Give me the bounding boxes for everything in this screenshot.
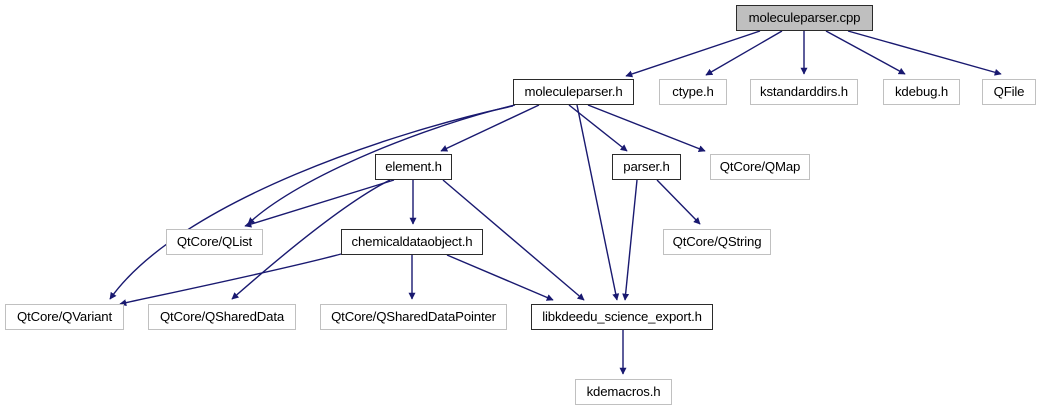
node-label: moleculeparser.h	[524, 84, 623, 100]
edge-parser_h-to-qtcore_qstring	[656, 179, 701, 225]
node-label: ctype.h	[672, 84, 714, 100]
node-label: QtCore/QVariant	[17, 309, 112, 325]
edge-moleculeparser_h-to-element_h	[440, 104, 540, 152]
node-chemicaldataobject_h[interactable]: chemicaldataobject.h	[341, 229, 483, 255]
node-label: kdemacros.h	[586, 384, 661, 400]
node-label: kdebug.h	[894, 84, 949, 100]
edge-moleculeparser_h-to-libkdeedu_science_export_h	[576, 104, 620, 301]
edge-moleculeparser_cpp-to-ctype_h	[705, 30, 783, 76]
edge-element_h-to-libkdeedu_science_export_h	[442, 179, 585, 301]
node-label: element.h	[385, 159, 442, 175]
node-qtcore_qshareddata[interactable]: QtCore/QSharedData	[148, 304, 296, 330]
node-parser_h[interactable]: parser.h	[612, 154, 681, 180]
edge-chemicaldataobject_h-to-qtcore_qvariant	[119, 253, 342, 307]
node-ctype_h[interactable]: ctype.h	[659, 79, 727, 105]
node-qtcore_qvariant[interactable]: QtCore/QVariant	[5, 304, 124, 330]
node-label: libkdeedu_science_export.h	[542, 309, 702, 325]
node-label: parser.h	[623, 159, 670, 175]
node-label: QtCore/QString	[672, 234, 762, 250]
node-qtcore_qstring[interactable]: QtCore/QString	[663, 229, 771, 255]
edge-parser_h-to-libkdeedu_science_export_h	[622, 179, 638, 301]
node-label: chemicaldataobject.h	[351, 234, 473, 250]
node-kdebug_h[interactable]: kdebug.h	[883, 79, 960, 105]
node-moleculeparser_h[interactable]: moleculeparser.h	[513, 79, 634, 105]
node-label: QtCore/QMap	[719, 159, 801, 175]
node-label: moleculeparser.cpp	[748, 10, 861, 26]
node-label: kstandarddirs.h	[760, 84, 848, 100]
edge-moleculeparser_h-to-parser_h	[568, 104, 628, 152]
node-label: QtCore/QSharedDataPointer	[331, 309, 496, 325]
node-qtcore_qlist[interactable]: QtCore/QList	[166, 229, 263, 255]
node-kstandarddirs_h[interactable]: kstandarddirs.h	[750, 79, 858, 105]
node-label: QtCore/QSharedData	[159, 309, 285, 325]
edge-moleculeparser_cpp-to-moleculeparser_h	[625, 30, 761, 78]
node-label: QFile	[993, 84, 1025, 100]
edge-moleculeparser_cpp-to-kdebug_h	[825, 30, 906, 75]
node-label: QtCore/QList	[176, 234, 253, 250]
node-qfile[interactable]: QFile	[982, 79, 1036, 105]
node-kdemacros_h[interactable]: kdemacros.h	[575, 379, 672, 405]
node-qtcore_qmap[interactable]: QtCore/QMap	[710, 154, 810, 180]
edge-element_h-to-qtcore_qlist	[244, 179, 395, 228]
edge-moleculeparser_cpp-to-qfile	[847, 30, 1002, 76]
node-qtcore_qshareddatapointer[interactable]: QtCore/QSharedDataPointer	[320, 304, 507, 330]
node-element_h[interactable]: element.h	[375, 154, 452, 180]
edge-chemicaldataobject_h-to-libkdeedu_science_export_h	[446, 254, 554, 301]
edge-element_h-to-qtcore_qshareddata	[231, 179, 391, 300]
edge-moleculeparser_h-to-qtcore_qmap	[587, 104, 706, 152]
node-moleculeparser_cpp[interactable]: moleculeparser.cpp	[736, 5, 873, 31]
node-libkdeedu_science_export_h[interactable]: libkdeedu_science_export.h	[531, 304, 713, 330]
edge-paths	[109, 30, 1002, 375]
edge-moleculeparser_h-to-qtcore_qvariant	[109, 105, 514, 300]
